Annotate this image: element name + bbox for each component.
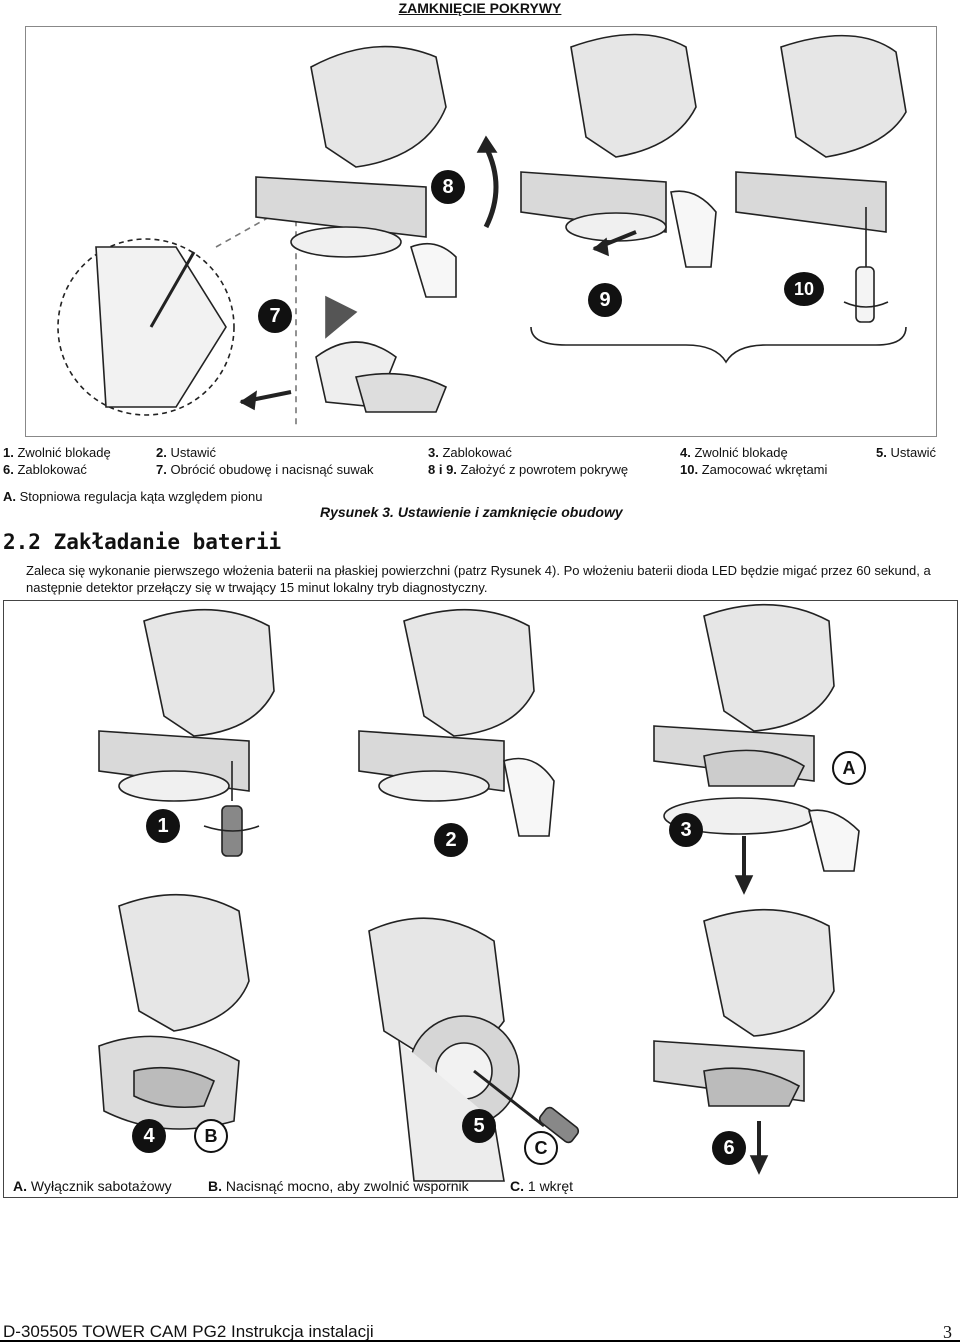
detail-circle (57, 238, 235, 416)
step-marker-10: 10 (784, 272, 824, 306)
legend-item-c: C. 1 wkręt (510, 1178, 574, 1194)
step-marker-4: 4 (132, 1119, 166, 1153)
figure-4-drawing (98, 603, 860, 1182)
figure-4-illustration: 1 2 3 4 5 6 A B C (3, 600, 958, 1198)
footer-divider (0, 1340, 960, 1342)
legend-item-1: 1. Zwolnić blokadę (3, 445, 111, 460)
legend-item-10: 10. Zamocować wkrętami (680, 462, 828, 477)
letter-marker-c: C (524, 1131, 558, 1165)
step-marker-3: 3 (669, 813, 703, 847)
legend-item-6: 6. Zablokować (3, 462, 87, 477)
step-marker-9: 9 (588, 283, 622, 317)
page-header-title: ZAMKNIĘCIE POKRYWY (398, 0, 562, 16)
legend-note-a: A. Stopniowa regulacja kąta względem pio… (3, 489, 263, 504)
figure-3-illustration: 7 8 9 10 (25, 26, 937, 437)
legend-item-b: B. Nacisnąć mocno, aby zwolnić wspornik (208, 1178, 469, 1194)
step-marker-2: 2 (434, 823, 468, 857)
footer-doc-title: D-305505 TOWER CAM PG2 Instrukcja instal… (3, 1322, 374, 1341)
step-marker-7: 7 (258, 299, 292, 333)
letter-marker-a: A (832, 751, 866, 785)
step-marker-5: 5 (462, 1109, 496, 1143)
legend-item-4: 4. Zwolnić blokadę (680, 445, 788, 460)
section-heading: 2.2 Zakładanie baterii (3, 530, 282, 554)
section-paragraph: Zaleca się wykonanie pierwszego włożenia… (26, 563, 931, 595)
step-marker-6: 6 (712, 1131, 746, 1165)
figure-3-caption: Rysunek 3. Ustawienie i zamknięcie obudo… (320, 504, 623, 520)
step-marker-8: 8 (431, 170, 465, 204)
legend-item-2: 2. Ustawić (156, 445, 216, 460)
legend-item-3: 3. Zablokować (428, 445, 512, 460)
figure-3-drawing (57, 33, 907, 427)
legend-item-7: 7. Obrócić obudowę i nacisnąć suwak (156, 462, 374, 477)
legend-item-5: 5. Ustawić (876, 445, 936, 460)
legend-item-a: A. Wyłącznik sabotażowy (13, 1178, 172, 1194)
legend-item-8-9: 8 i 9. Założyć z powrotem pokrywę (428, 462, 629, 477)
letter-marker-b: B (194, 1119, 228, 1153)
footer-page-number: 3 (943, 1322, 952, 1342)
step-marker-1: 1 (146, 809, 180, 843)
